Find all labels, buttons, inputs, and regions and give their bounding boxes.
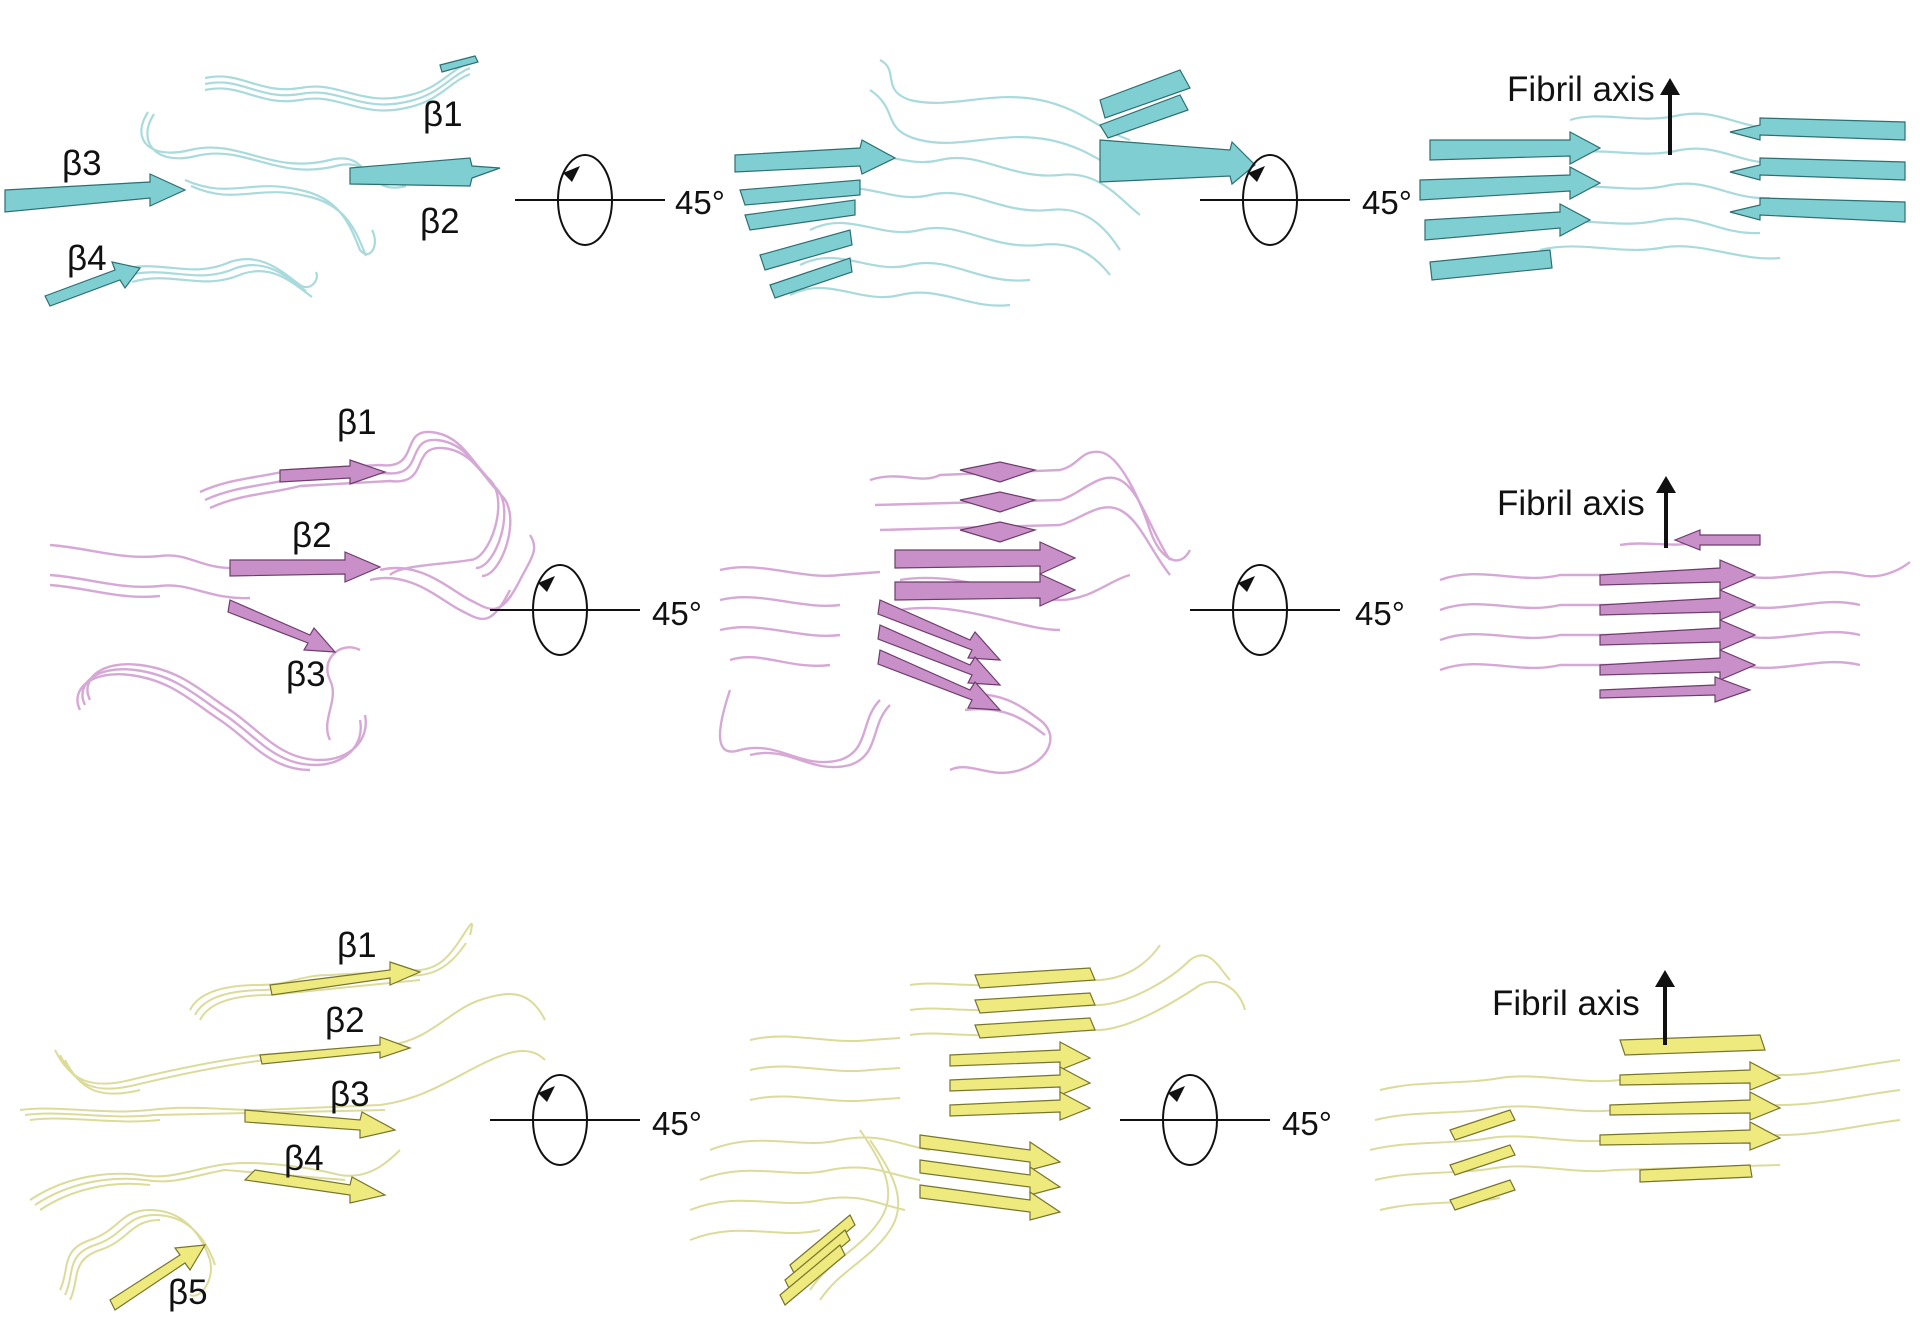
rotation-indicator bbox=[515, 154, 665, 246]
fibril-axis-label: Fibril axis bbox=[1497, 484, 1645, 523]
row2-side-view bbox=[718, 450, 1192, 775]
strand-label: β1 bbox=[423, 95, 463, 134]
row1-top-view bbox=[4, 55, 501, 307]
row1-side-view bbox=[734, 59, 1256, 307]
strand-label: β3 bbox=[286, 655, 326, 694]
strand-label: β2 bbox=[325, 1001, 365, 1040]
strand-label: β5 bbox=[168, 1273, 208, 1312]
fibril-axis-arrow bbox=[1655, 970, 1675, 1045]
rotation-indicator bbox=[490, 564, 640, 656]
row3-side-view bbox=[689, 944, 1246, 1306]
row2-axis-view bbox=[1439, 529, 1911, 703]
rotation-label: 45° bbox=[1355, 595, 1405, 632]
row1-axis-view bbox=[1419, 112, 1906, 281]
rotation-indicator bbox=[1190, 564, 1340, 656]
rotation-label: 45° bbox=[652, 1105, 702, 1142]
strand-label: β2 bbox=[292, 516, 332, 555]
strand-label: β3 bbox=[330, 1075, 370, 1114]
strand-label: β2 bbox=[420, 202, 460, 241]
row3-top-view bbox=[19, 922, 546, 1311]
strand-label: β3 bbox=[62, 144, 102, 183]
fibril-axis-label: Fibril axis bbox=[1507, 70, 1655, 109]
rotation-indicator bbox=[1200, 154, 1350, 246]
rotation-indicator bbox=[490, 1074, 640, 1166]
fibril-axis-arrow bbox=[1660, 78, 1680, 155]
rotation-label: 45° bbox=[675, 184, 725, 221]
rotation-label: 45° bbox=[1362, 184, 1412, 221]
strand-label: β1 bbox=[337, 926, 377, 965]
fibril-axis-arrow bbox=[1656, 476, 1676, 548]
strand-label: β4 bbox=[67, 239, 107, 278]
rotation-indicator bbox=[1120, 1074, 1270, 1166]
fibril-axis-label: Fibril axis bbox=[1492, 984, 1640, 1023]
strand-label: β1 bbox=[337, 403, 377, 442]
strand-label: β4 bbox=[284, 1139, 324, 1178]
rotation-label: 45° bbox=[652, 595, 702, 632]
row2-top-view bbox=[49, 430, 536, 772]
rotation-label: 45° bbox=[1282, 1105, 1332, 1142]
row3-axis-view bbox=[1369, 1034, 1901, 1211]
